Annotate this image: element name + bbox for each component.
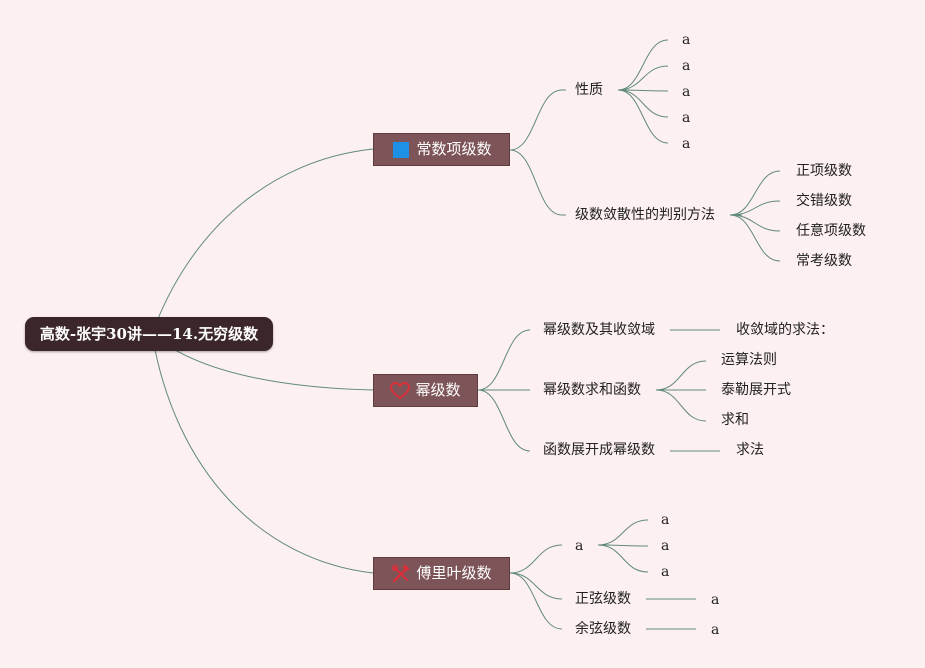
connector-line (617, 39, 669, 91)
connector-line (509, 572, 563, 630)
leaf-positive-series[interactable]: 正项级数 (796, 163, 852, 179)
connector-line (597, 544, 649, 573)
topic-a[interactable]: a (575, 538, 584, 554)
connector-line (509, 544, 563, 574)
leaf-alternating-series[interactable]: 交错级数 (796, 193, 852, 209)
topic-power-series-convergence-domain[interactable]: 幂级数及其收敛域 (543, 322, 655, 338)
topic-function-expansion[interactable]: 函数展开成幂级数 (543, 442, 655, 458)
connector-line (729, 214, 781, 232)
branch-fourier-series[interactable]: 傅里叶级数 (373, 557, 510, 590)
connector-lines (151, 39, 781, 630)
branch-label: 幂级数 (415, 381, 461, 399)
topic-power-series-sum-function[interactable]: 幂级数求和函数 (543, 382, 641, 398)
connector-line (509, 89, 563, 151)
leaf-expansion-method[interactable]: 求法 (736, 442, 764, 458)
leaf-common-series[interactable]: 常考级数 (796, 253, 852, 269)
leaf-item[interactable]: a (682, 58, 691, 74)
connector-line (477, 389, 531, 452)
blue-square-icon (391, 140, 411, 160)
leaf-item[interactable]: a (661, 538, 670, 554)
leaf-item[interactable]: a (682, 110, 691, 126)
tools-icon (391, 563, 411, 584)
connector-line (151, 148, 374, 335)
leaf-summation[interactable]: 求和 (721, 412, 749, 428)
connector-line (617, 89, 669, 144)
leaf-item[interactable]: a (661, 512, 670, 528)
root-node-label: 高数-张宇30讲——14.无穷级数 (39, 324, 259, 343)
leaf-item[interactable]: a (682, 136, 691, 152)
leaf-item[interactable]: a (682, 32, 691, 48)
connector-line (597, 519, 649, 546)
branch-label: 常数项级数 (416, 140, 492, 158)
leaf-domain-method[interactable]: 收敛域的求法： (736, 322, 834, 338)
topic-sine-series[interactable]: 正弦级数 (575, 591, 631, 607)
leaf-arbitrary-series[interactable]: 任意项级数 (796, 223, 866, 239)
connector-line (655, 389, 707, 422)
leaf-item[interactable]: a (711, 592, 720, 608)
leaf-taylor-expansion[interactable]: 泰勒展开式 (721, 382, 791, 398)
connector-line (509, 149, 563, 216)
heart-outline-icon (390, 381, 411, 401)
branch-constant-series[interactable]: 常数项级数 (373, 133, 510, 166)
root-node[interactable]: 高数-张宇30讲——14.无穷级数 (25, 317, 273, 351)
leaf-item[interactable]: a (661, 564, 670, 580)
connector-line (509, 572, 563, 600)
leaf-item[interactable]: a (711, 622, 720, 638)
branch-label: 傅里叶级数 (416, 564, 492, 582)
leaf-item[interactable]: a (682, 84, 691, 100)
connector-line (729, 200, 781, 216)
connector-line (617, 89, 669, 118)
connector-line (655, 360, 707, 391)
branch-power-series[interactable]: 幂级数 (373, 374, 478, 407)
leaf-operation-rules[interactable]: 运算法则 (721, 352, 777, 368)
connector-line (151, 333, 374, 574)
connector-line (729, 214, 781, 262)
topic-convergence-tests[interactable]: 级数敛散性的判别方法 (575, 207, 715, 223)
topic-cosine-series[interactable]: 余弦级数 (575, 621, 631, 637)
connector-line (729, 170, 781, 216)
connector-line (477, 329, 531, 391)
connector-line (617, 65, 669, 91)
topic-properties[interactable]: 性质 (575, 82, 603, 98)
